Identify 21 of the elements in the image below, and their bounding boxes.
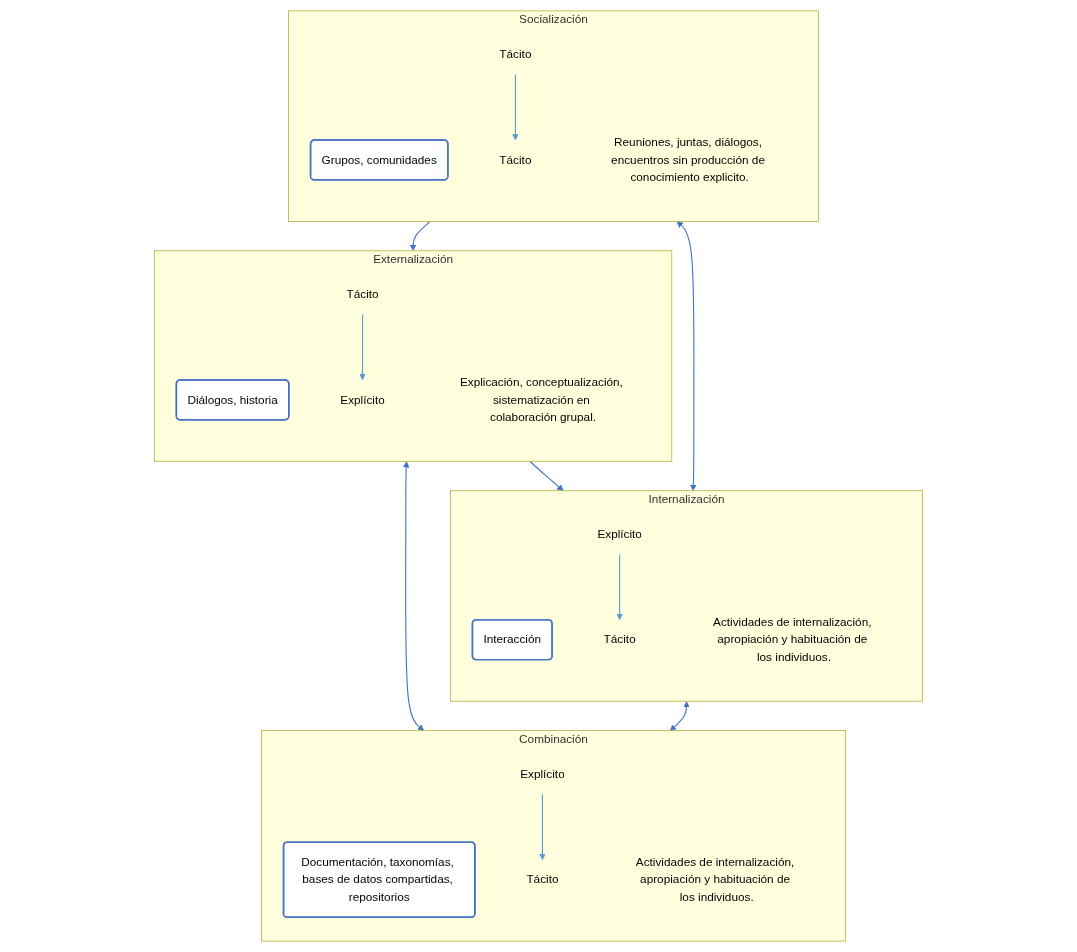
arrow bbox=[409, 220, 431, 252]
node-text: Tácito bbox=[346, 287, 379, 301]
node-text: Reuniones, juntas, diálogos, encuentros sin producción de conocimiento explicito. bbox=[611, 135, 765, 184]
arrow bbox=[512, 74, 519, 141]
node-text: Actividades de internalización, apropiación y habituación de los individuos. bbox=[713, 615, 872, 664]
arrow bbox=[359, 313, 366, 381]
node-text: Explícito bbox=[340, 393, 385, 406]
node-text: Tácito bbox=[499, 48, 532, 61]
node-text: Explícito bbox=[597, 527, 642, 541]
arrow bbox=[676, 221, 697, 491]
arrow bbox=[529, 460, 564, 491]
arrow bbox=[539, 793, 546, 861]
node-text: Explícito bbox=[520, 767, 565, 781]
node-text: Tácito bbox=[526, 873, 559, 886]
arrow bbox=[403, 461, 425, 731]
node-text: Actividades de internalización, apropiación y habituación de los individuos. bbox=[635, 855, 795, 904]
arrow bbox=[616, 553, 623, 621]
arrow bbox=[669, 701, 690, 731]
node-text: Tácito bbox=[603, 633, 636, 646]
node-text: Explicación, conceptualización, sistematización en colaboración grupal. bbox=[459, 375, 623, 424]
node-text: Tácito bbox=[499, 153, 532, 166]
